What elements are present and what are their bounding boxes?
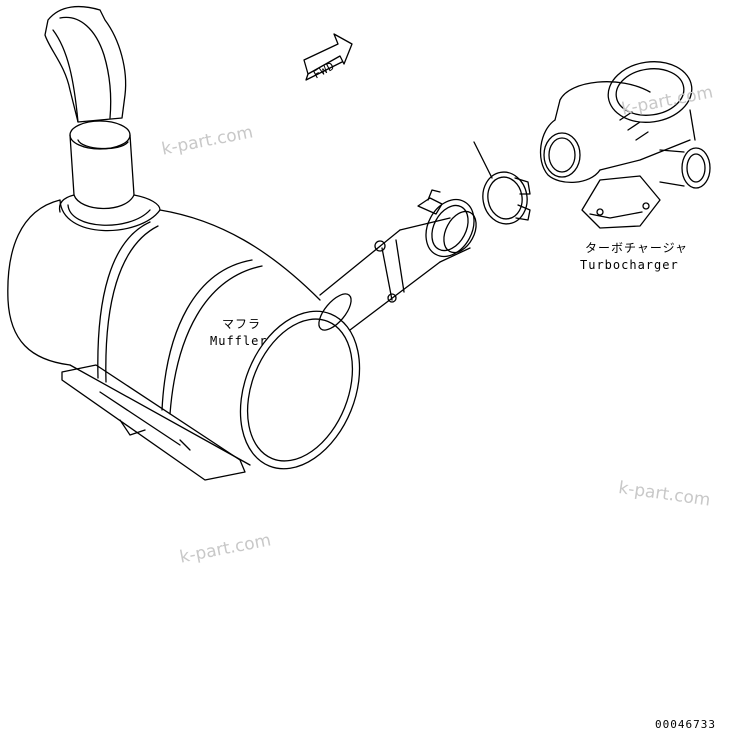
drawing-number: 00046733 [655, 718, 716, 731]
muffler-label-en: Muffler [210, 334, 268, 348]
pipe-flange-clamp [417, 189, 475, 258]
fwd-arrow [303, 33, 353, 81]
turbocharger-label-en: Turbocharger [580, 258, 679, 272]
turbocharger-unit [539, 61, 711, 229]
exhaust-stack [44, 5, 161, 232]
muffler-label-jp: マフラ [222, 317, 262, 331]
inlet-pipe [318, 210, 477, 331]
muffler-body [7, 199, 361, 481]
v-band-clamp [473, 141, 531, 225]
turbocharger-label-jp: ターボチャージャ [585, 241, 689, 255]
